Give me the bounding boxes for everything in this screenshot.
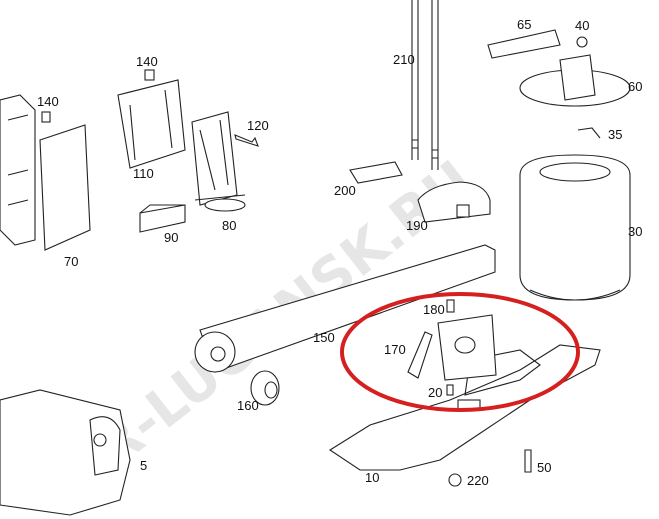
- part-170-bracket[interactable]: [407, 314, 497, 381]
- part-190-cap[interactable]: [417, 181, 491, 223]
- part-120-bolt[interactable]: [234, 134, 259, 147]
- label-220: 220: [467, 473, 489, 488]
- part-150-leaf-spring[interactable]: [194, 244, 496, 373]
- part-20-pin[interactable]: [446, 384, 454, 396]
- label-10: 10: [365, 470, 379, 485]
- label-20: 20: [428, 385, 442, 400]
- part-220-nut[interactable]: [448, 473, 462, 487]
- part-140-nut[interactable]: [41, 111, 51, 123]
- part-90-block[interactable]: [139, 204, 186, 233]
- label-140: 140: [136, 54, 158, 69]
- part-5-bracket[interactable]: [0, 389, 131, 516]
- label-170: 170: [384, 342, 406, 357]
- part-200-plate[interactable]: [349, 161, 403, 184]
- label-40: 40: [575, 18, 589, 33]
- part-110-bracket[interactable]: [117, 79, 186, 169]
- label-60: 60: [628, 79, 642, 94]
- label-150: 150: [313, 330, 335, 345]
- part-210-u-bolts[interactable]: [411, 0, 439, 170]
- part-140-nut-2[interactable]: [144, 69, 155, 81]
- label-80: 80: [222, 218, 236, 233]
- label-5: 5: [140, 458, 147, 473]
- part-60-top-plate[interactable]: [519, 54, 631, 107]
- part-30-air-spring[interactable]: [519, 154, 631, 301]
- label-65: 65: [517, 17, 531, 32]
- label-35: 35: [608, 127, 622, 142]
- part-80-bracket[interactable]: [191, 111, 246, 212]
- part-50-bolt[interactable]: [524, 449, 532, 473]
- label-50: 50: [537, 460, 551, 475]
- part-10-axle-bracket[interactable]: [328, 344, 601, 471]
- label-210: 210: [393, 52, 415, 67]
- part-180-pin[interactable]: [446, 299, 455, 313]
- label-160: 160: [237, 398, 259, 413]
- label-70: 70: [64, 254, 78, 269]
- part-65-bracket[interactable]: [487, 29, 561, 59]
- label-120: 120: [247, 118, 269, 133]
- label-190: 190: [406, 218, 428, 233]
- label-180: 180: [423, 302, 445, 317]
- part-40-nut[interactable]: [576, 36, 588, 48]
- label-30: 30: [628, 224, 642, 239]
- highlight-ellipse: [340, 292, 580, 412]
- label-90: 90: [164, 230, 178, 245]
- label-110: 110: [133, 166, 154, 181]
- part-70-bracket[interactable]: [0, 94, 91, 251]
- label-200: 200: [334, 183, 356, 198]
- part-35-clip[interactable]: [577, 127, 601, 139]
- part-160-bush[interactable]: [250, 370, 280, 406]
- label-140-left: 140: [37, 94, 59, 109]
